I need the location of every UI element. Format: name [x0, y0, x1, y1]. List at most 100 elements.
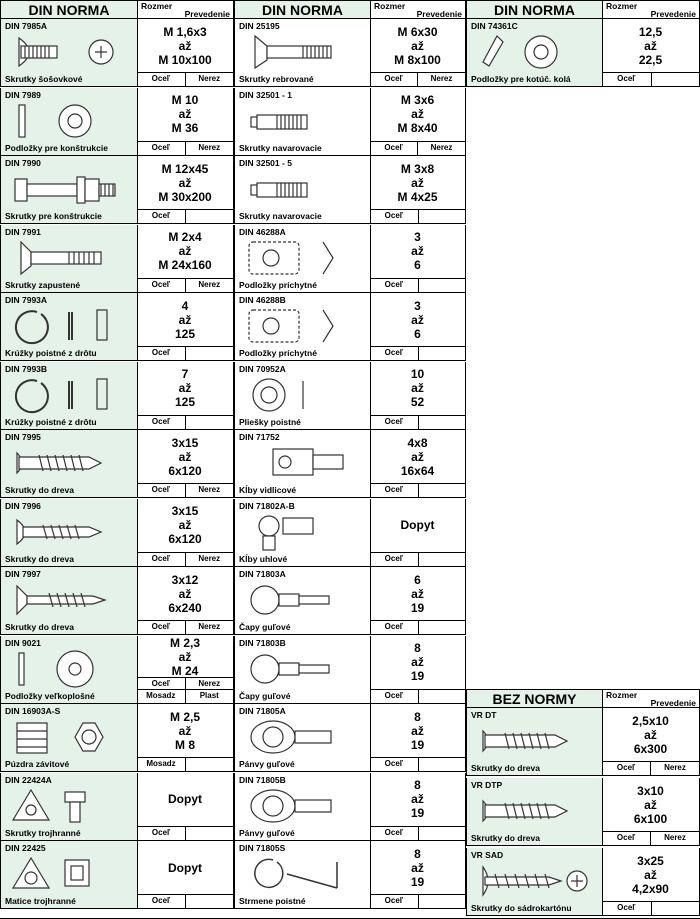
material-option: Nerez	[198, 279, 221, 289]
range-separator: až	[178, 312, 192, 327]
product-name: Skrutky trojhranné	[5, 827, 81, 838]
size-to: M 4x25	[397, 189, 438, 204]
range-separator: až	[178, 723, 192, 738]
norm-code: VR SAD	[471, 850, 504, 860]
size-from: M 2,3	[169, 635, 200, 650]
product-name: Podložky pre konštrukcie	[5, 142, 108, 153]
product-name: Podložky veľkoplošné	[5, 690, 95, 701]
product-name: Skrutky do sádrokartónu	[471, 903, 572, 913]
range-separator: až	[411, 449, 424, 464]
product-name: Pánvy guľové	[239, 759, 295, 769]
product-name: Skrutky šošovkové	[5, 74, 83, 84]
wood-screw-icon	[475, 791, 595, 836]
norm-code: DIN 71803B	[239, 637, 286, 648]
bolt-nut-icon	[9, 169, 129, 214]
range-separator: až	[644, 38, 657, 53]
range-separator: až	[411, 655, 424, 669]
material-options: Oceľ	[370, 346, 465, 360]
size-from: 7	[181, 367, 189, 381]
material-option: Oceľ	[602, 762, 651, 775]
material-option: Oceľ	[370, 621, 419, 634]
norm-code: VR DTP	[471, 780, 503, 790]
material-option: Oceľ	[370, 895, 419, 908]
size-to: M 36	[171, 121, 199, 135]
range-separator: až	[644, 727, 657, 742]
material-option: Oceľ	[370, 347, 419, 360]
material-option: Oceľ	[370, 73, 418, 86]
range-separator: až	[411, 381, 424, 395]
wire-ring-icon	[9, 306, 129, 351]
product-name: Skrutky pre konštrukcie	[5, 211, 102, 221]
material-option: Oceľ	[137, 621, 186, 634]
size-to: 16x64	[400, 463, 435, 478]
material-options: Oceľ	[370, 277, 465, 292]
product-name: Kĺby uhlové	[239, 553, 288, 564]
material-option: Oceľ	[370, 826, 419, 840]
norm-code: DIN 32501 - 5	[239, 158, 292, 168]
material-options: Oceľ	[137, 894, 233, 908]
size-from: 4x8	[407, 435, 428, 450]
size-to: 125	[174, 326, 196, 341]
round-wood-screw-icon	[9, 512, 129, 557]
product-info: VR DTP Skrutky do dreva	[467, 778, 603, 845]
size-values: Dopyt	[137, 773, 233, 826]
product-name: Pliešky poistné	[239, 416, 301, 427]
norm-code: DIN 25195	[239, 21, 280, 31]
material-option: Oceľ	[370, 415, 419, 429]
product-name: Skrutky do dreva	[471, 833, 540, 843]
material-options: Oceľ	[370, 825, 465, 840]
size-from: Dopyt	[168, 792, 202, 806]
column-2-header: DIN NORMA Rozmer Prevedenie	[234, 0, 466, 19]
norm-code: DIN 71803A	[239, 569, 286, 579]
triangle-nut-icon	[9, 854, 129, 899]
range-separator: až	[178, 649, 192, 664]
weld-stud-icon	[243, 169, 363, 214]
safety-clip-icon	[243, 854, 363, 899]
size-to: 52	[410, 395, 425, 409]
material-option: Oceľ	[137, 210, 186, 223]
range-separator: až	[411, 107, 424, 121]
size-to: 19	[410, 806, 425, 820]
material-options: Oceľ	[370, 551, 465, 566]
norm-code: DIN 32501 - 1	[239, 89, 292, 100]
prevedenie-heading: Prevedenie	[184, 9, 230, 19]
wood-screw-icon	[475, 721, 595, 766]
norm-code: DIN 7997	[5, 569, 41, 579]
rozmer-heading: Rozmer	[606, 1, 638, 11]
norm-code: DIN 74361C	[471, 21, 518, 31]
clip-washer-icon	[243, 238, 363, 283]
